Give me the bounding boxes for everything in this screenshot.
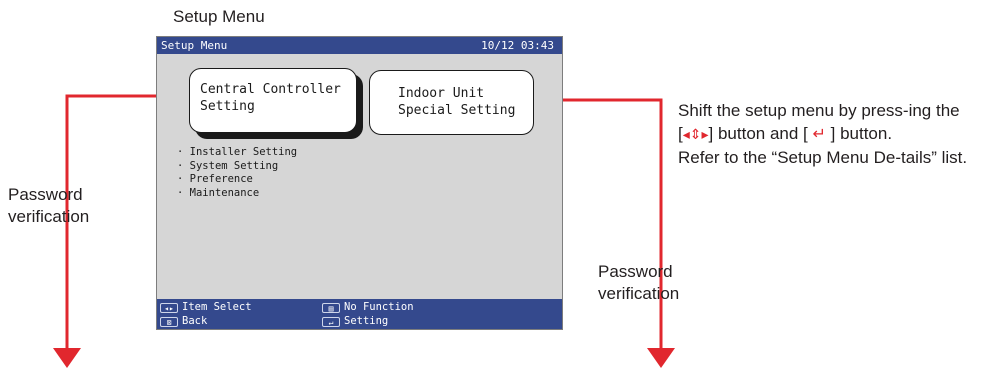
submenu-item-preference: Preference [177, 173, 297, 187]
screen-footer: ◂▸ Item Select ⊠ Back ▤ No Function ↵ Se… [157, 299, 562, 329]
dpad-icon: ◂⇕▸ [682, 126, 709, 142]
submenu-list: Installer Setting System Setting Prefere… [177, 146, 297, 200]
right-callout-line [535, 98, 663, 352]
right-arrowhead [647, 348, 675, 368]
screen-datetime: 10/12 03:43 [481, 39, 554, 52]
controller-screen: Setup Menu 10/12 03:43 Central Controlle… [156, 36, 563, 330]
instruction-text: Shift the setup menu by press-ing the [◂… [678, 99, 988, 169]
enter-icon: ↵ [812, 126, 826, 143]
instruction-middle: ] button and [ [708, 124, 813, 143]
central-tile-line2: Setting [200, 99, 255, 114]
password-note-right: Password verification [598, 262, 680, 303]
central-tile-line1: Central Controller [200, 82, 341, 97]
figure-title: Setup Menu [173, 7, 265, 26]
footer-back-label: Back [182, 315, 208, 327]
screen-titlebar: Setup Menu 10/12 03:43 [157, 37, 562, 54]
instruction-prefix: Shift the setup menu by press-ing the [ [678, 101, 960, 143]
password-note-left: Password verification [8, 185, 90, 226]
left-arrowhead [53, 348, 81, 368]
footer-item-select-label: Item Select [182, 301, 252, 313]
footer-back: ⊠ Back [160, 315, 207, 328]
submenu-item-maintenance: Maintenance [177, 187, 297, 201]
indoor-tile-line2: Special Setting [398, 103, 516, 118]
screen-title: Setup Menu [161, 39, 228, 52]
dpad-icon: ◂▸ [160, 302, 178, 313]
back-icon: ⊠ [160, 316, 178, 327]
footer-setting-label: Setting [344, 315, 389, 327]
indoor-tile-line1: Indoor Unit [398, 86, 485, 101]
footer-no-function-label: No Function [344, 301, 414, 313]
central-controller-setting-tile[interactable]: Central Controller Setting [189, 68, 357, 133]
menu-button-icon: ▤ [322, 302, 340, 313]
instruction-suffix: ] button. [825, 124, 893, 143]
submenu-item-installer-setting: Installer Setting [177, 146, 297, 160]
instruction-reference: Refer to the “Setup Menu De-tails” list. [678, 148, 968, 167]
left-callout-line [65, 94, 194, 352]
footer-no-function: ▤ No Function [322, 301, 414, 314]
enter-icon: ↵ [322, 316, 340, 327]
footer-setting: ↵ Setting [322, 315, 388, 328]
indoor-unit-special-setting-tile[interactable]: Indoor Unit Special Setting [369, 70, 534, 135]
footer-item-select: ◂▸ Item Select [160, 301, 252, 314]
submenu-item-system-setting: System Setting [177, 160, 297, 174]
